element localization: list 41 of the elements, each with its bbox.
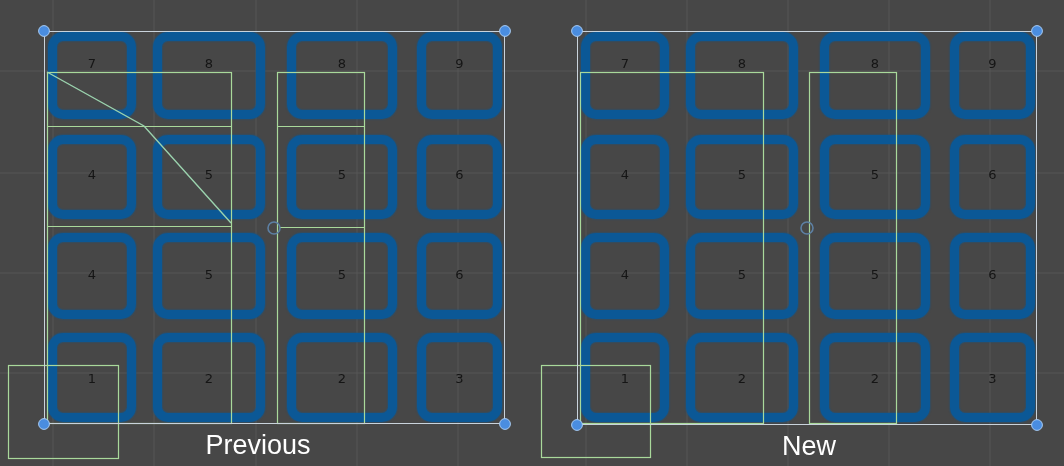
rounded-tile <box>153 135 265 219</box>
panel-caption: Previous <box>205 432 311 459</box>
rounded-tile <box>417 135 502 219</box>
tile-number: 6 <box>988 267 997 281</box>
rounded-tile <box>686 333 798 422</box>
rounded-tile <box>417 32 502 119</box>
rounded-tile <box>48 32 136 119</box>
rounded-tile <box>581 233 669 319</box>
rounded-tile <box>153 333 265 422</box>
rounded-tile <box>287 333 397 422</box>
rounded-tile <box>686 233 798 319</box>
rounded-tile <box>417 233 502 319</box>
rounded-tile <box>686 32 798 119</box>
rounded-tile <box>820 32 930 119</box>
rounded-tile <box>950 32 1035 119</box>
rounded-tile <box>287 32 397 119</box>
rounded-tile <box>581 32 669 119</box>
rounded-tile <box>48 333 136 422</box>
tile-number: 3 <box>455 371 464 385</box>
rounded-tile <box>153 233 265 319</box>
rounded-tile <box>153 32 265 119</box>
panel-caption: New <box>782 433 836 460</box>
tile-number: 6 <box>988 167 997 181</box>
rounded-tile <box>287 135 397 219</box>
rounded-tile <box>48 135 136 219</box>
rounded-tile <box>48 233 136 319</box>
rounded-tile <box>950 233 1035 319</box>
rounded-tile <box>950 135 1035 219</box>
rounded-tile <box>950 333 1035 422</box>
rounded-tile <box>581 333 669 422</box>
tile-number: 9 <box>455 56 464 70</box>
tile-number: 9 <box>988 56 997 70</box>
rounded-tile <box>820 135 930 219</box>
rounded-tile <box>287 233 397 319</box>
rounded-tile <box>686 135 798 219</box>
rounded-tile <box>581 135 669 219</box>
tile-number: 6 <box>455 167 464 181</box>
rounded-tile <box>417 333 502 422</box>
rounded-tile <box>820 233 930 319</box>
rounded-tile <box>820 333 930 422</box>
tile-number: 6 <box>455 267 464 281</box>
